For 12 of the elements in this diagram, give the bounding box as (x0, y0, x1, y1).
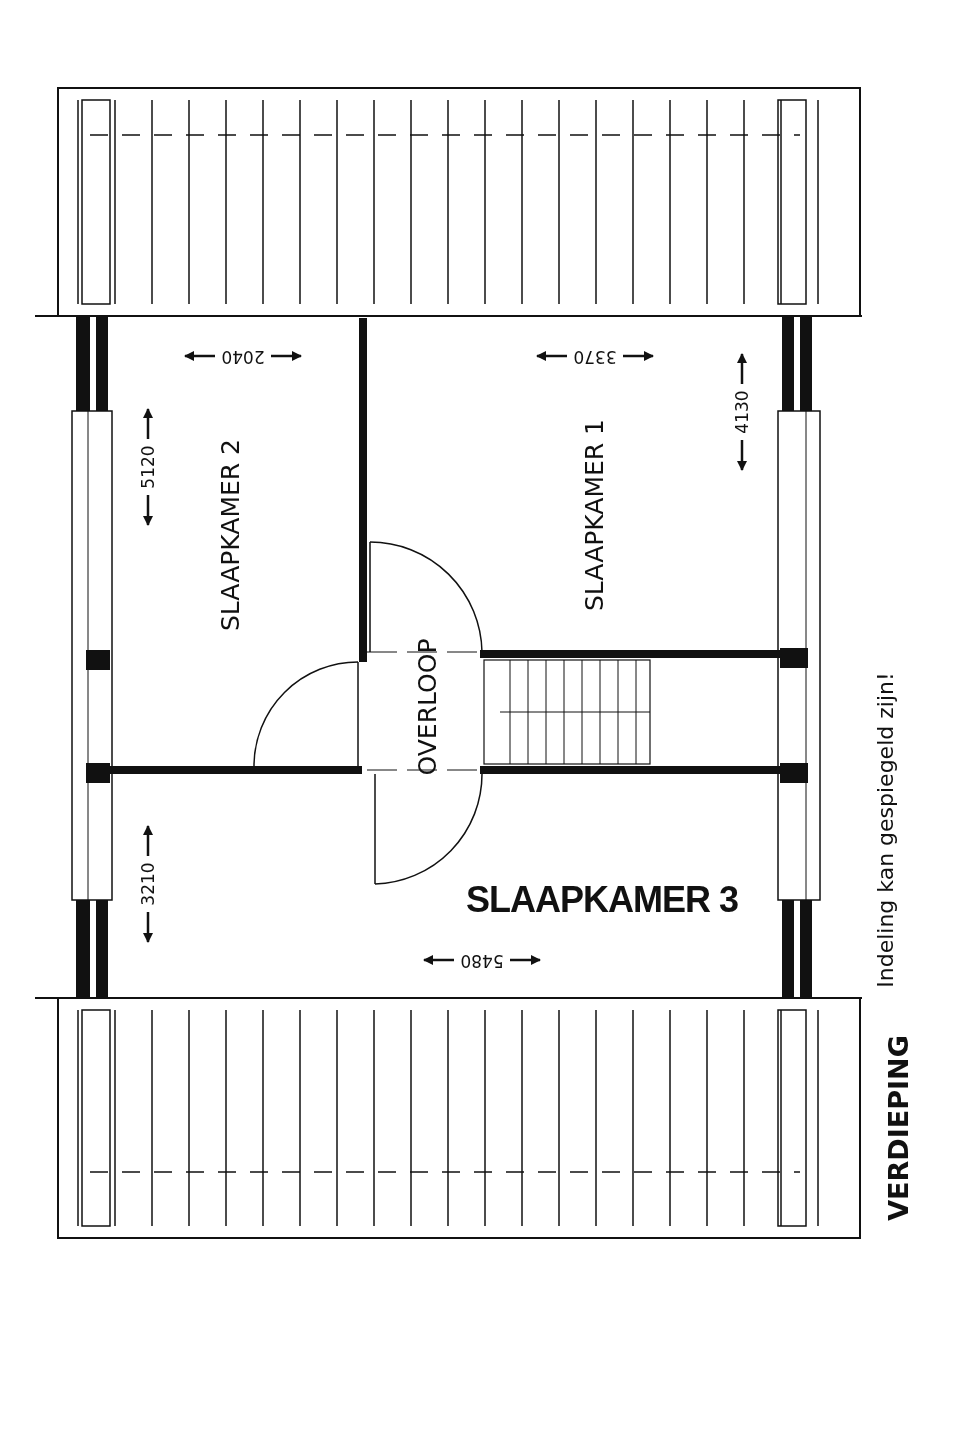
room-label: OVERLOOP (414, 638, 440, 776)
note-text: Indeling kan gespiegeld zijn! (875, 672, 897, 988)
dimension-label: 3210 (139, 862, 157, 906)
dimension-label: 5480 (460, 951, 504, 969)
dimension-label: 5120 (139, 445, 157, 489)
floor-title: VERDIEPING (884, 1035, 912, 1221)
room-label: SLAAPKAMER 1 (581, 419, 607, 611)
dimension-label: 3370 (573, 347, 617, 365)
room-label: SLAAPKAMER 2 (217, 439, 243, 631)
room-label: SLAAPKAMER 3 (466, 882, 738, 918)
dimension-label: 4130 (733, 390, 751, 434)
dimension-label: 2040 (221, 347, 265, 365)
